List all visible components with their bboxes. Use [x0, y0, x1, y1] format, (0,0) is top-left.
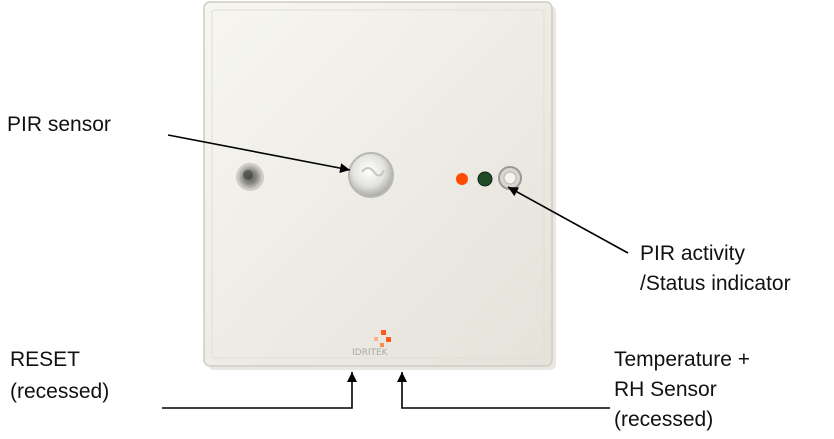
brand-logo: IDRITEK: [352, 330, 391, 358]
pir-activity-label-line2: /Status indicator: [640, 272, 791, 295]
pir-activity-label-line1: PIR activity: [640, 242, 746, 265]
led-green: [477, 171, 493, 187]
temperature-label-line2: RH Sensor: [614, 378, 717, 401]
pir-sensor-lens: [348, 152, 394, 198]
pir-sensor-arrow: [167, 134, 351, 174]
temperature-label-line3: (recessed): [614, 408, 714, 431]
logo-text: IDRITEK: [352, 348, 389, 358]
logo-square-3: [380, 343, 384, 347]
screw-center: [243, 170, 253, 180]
reset-arrow: [162, 372, 357, 409]
temperature-label-line1: Temperature +: [614, 348, 750, 371]
lens-facets: [361, 167, 385, 177]
logo-square-4: [374, 337, 378, 341]
panel-inner-edge: [211, 9, 545, 359]
logo-square-1: [381, 330, 386, 335]
reset-label-line1: RESET: [10, 348, 81, 371]
logo-square-2: [386, 337, 391, 342]
pir-sensor-label: PIR sensor: [7, 113, 111, 136]
temperature-sensor-arrow: [397, 372, 610, 409]
reset-label-line2: (recessed): [10, 380, 110, 403]
pir-activity-arrow: [507, 186, 629, 254]
led-orange: [456, 173, 468, 185]
status-indicator-center: [503, 171, 517, 185]
